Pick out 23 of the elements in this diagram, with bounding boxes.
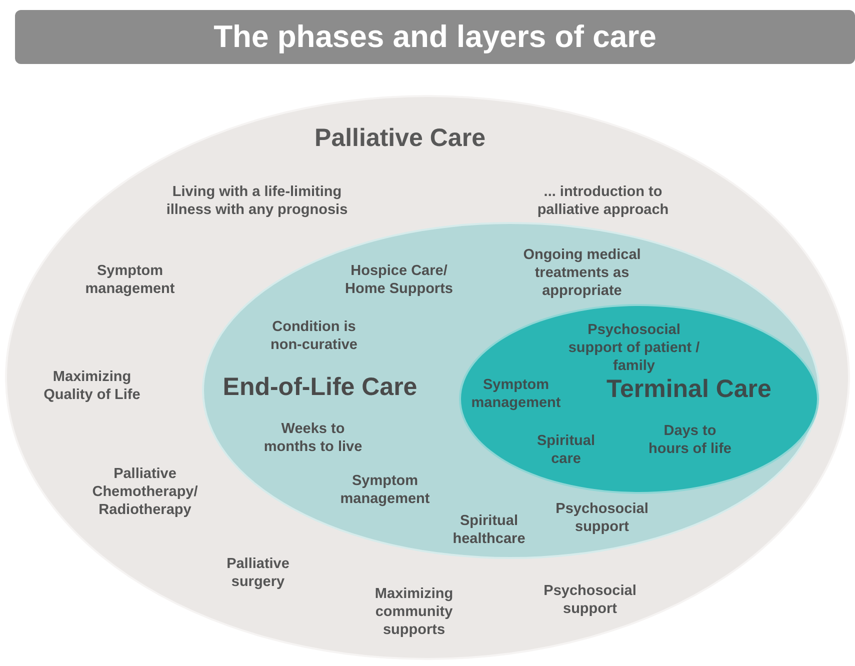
care-note: Ongoing medical treatments as appropriate xyxy=(522,246,642,300)
care-note: Palliative surgery xyxy=(226,555,290,591)
care-note: Spiritual healthcare xyxy=(452,512,526,548)
care-note: Maximizing community supports xyxy=(374,585,454,639)
care-note: Symptom management xyxy=(84,262,176,298)
care-note: Psychosocial support of patient / family xyxy=(567,321,701,375)
care-note: Days to hours of life xyxy=(648,422,732,458)
care-note: Palliative Chemotherapy/ Radiotherapy xyxy=(91,465,199,519)
region-heading: Palliative Care xyxy=(314,123,486,153)
region-heading: Terminal Care xyxy=(606,374,772,404)
care-note: Psychosocial support xyxy=(554,500,650,536)
care-note: Condition is non-curative xyxy=(269,318,358,354)
care-note: Maximizing Quality of Life xyxy=(42,368,142,404)
care-note: Spiritual care xyxy=(536,432,596,468)
care-note: Psychosocial support xyxy=(542,582,638,618)
region-heading: End-of-Life Care xyxy=(222,372,418,402)
care-note: Symptom management xyxy=(470,376,562,412)
care-note: Weeks to months to live xyxy=(262,420,364,456)
care-note: ... introduction to palliative approach xyxy=(536,183,670,219)
care-note: Living with a life-limiting illness with any prognosis xyxy=(165,183,349,219)
title-banner: The phases and layers of care xyxy=(15,10,855,64)
care-note: Hospice Care/ Home Supports xyxy=(344,262,454,298)
care-note: Symptom management xyxy=(339,472,431,508)
